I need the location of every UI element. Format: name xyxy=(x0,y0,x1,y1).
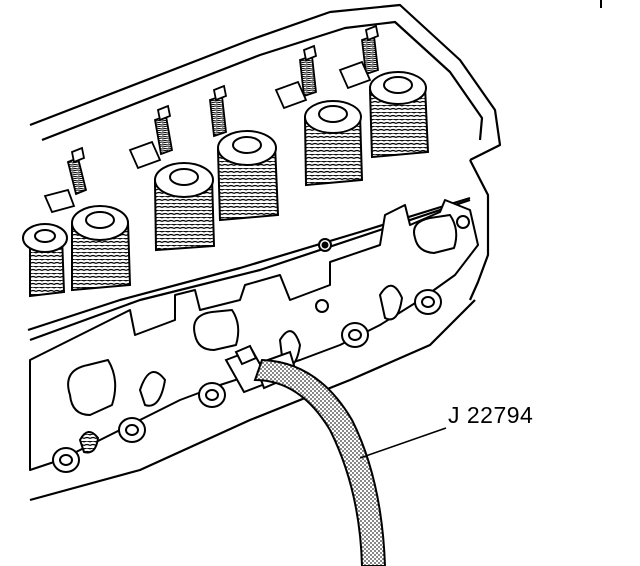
rocker-studs xyxy=(43,24,380,214)
callout-leader-line xyxy=(359,427,447,459)
exhaust-port-flange xyxy=(29,199,479,471)
valve-springs xyxy=(22,71,430,298)
bolt-bosses xyxy=(52,284,442,473)
tool-callout-label: J 22794 xyxy=(448,402,534,428)
